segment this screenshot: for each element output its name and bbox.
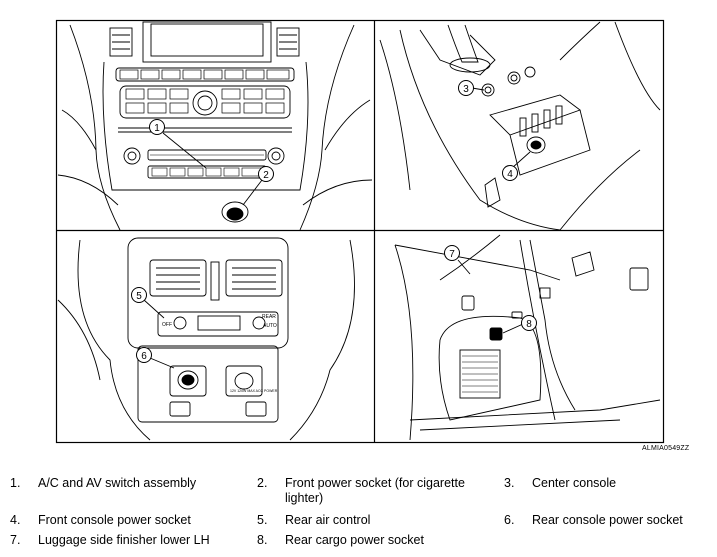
callout-4: 4 <box>507 169 513 180</box>
panel-rear-console <box>57 237 355 441</box>
auto-label: AUTO <box>263 323 277 329</box>
callout-8: 8 <box>526 319 532 330</box>
callout-7: 7 <box>449 249 455 260</box>
panel-center-console <box>379 21 661 231</box>
rear-label: REAR <box>262 314 276 320</box>
panel4-callouts <box>444 245 537 331</box>
callout-numbers: 1 2 3 4 5 6 7 8 <box>136 84 532 362</box>
callout-2: 2 <box>263 170 269 181</box>
figure-code: ALMIA0549ZZ <box>642 445 690 452</box>
panel3-labels: OFF AUTO REAR 12V 120W MAX ACC POWER <box>162 314 278 393</box>
panel-luggage-area <box>394 234 661 441</box>
callout-6: 6 <box>141 351 147 362</box>
callout-5: 5 <box>136 291 142 302</box>
off-label: OFF <box>162 322 172 328</box>
panel3-callouts <box>131 287 152 363</box>
callout-3: 3 <box>463 84 469 95</box>
panel-instrument-panel <box>57 21 373 231</box>
panel1-callouts <box>149 119 274 182</box>
figure-frame <box>55 19 665 444</box>
socket-label: 12V 120W MAX ACC POWER <box>230 389 278 393</box>
callout-1: 1 <box>154 123 160 134</box>
panel2-callouts <box>458 80 518 181</box>
